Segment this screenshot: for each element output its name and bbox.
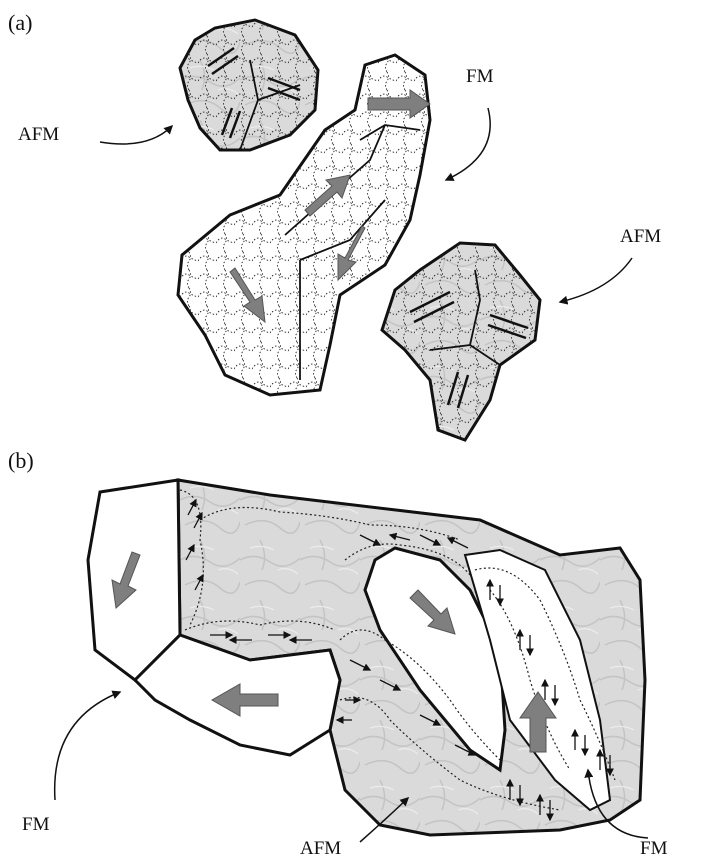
panel-label-b: (b) [8,448,34,474]
label-fm-bottom-right: FM [640,838,667,860]
pointer-arrow [560,258,632,302]
afm-grain-right [382,243,540,440]
pointer-arrow [100,126,172,144]
pointer-arrow [55,692,120,800]
label-afm-right: AFM [620,226,661,248]
panel-a [100,20,632,440]
afm-grain-top-left [180,20,318,150]
label-fm-bottom-left: FM [22,814,49,836]
label-fm-top: FM [466,66,493,88]
pointer-arrow [446,108,490,180]
label-afm-bottom: AFM [300,838,341,860]
label-afm-top-left: AFM [18,124,59,146]
panel-b [55,480,648,842]
panel-label-a: (a) [8,10,32,36]
